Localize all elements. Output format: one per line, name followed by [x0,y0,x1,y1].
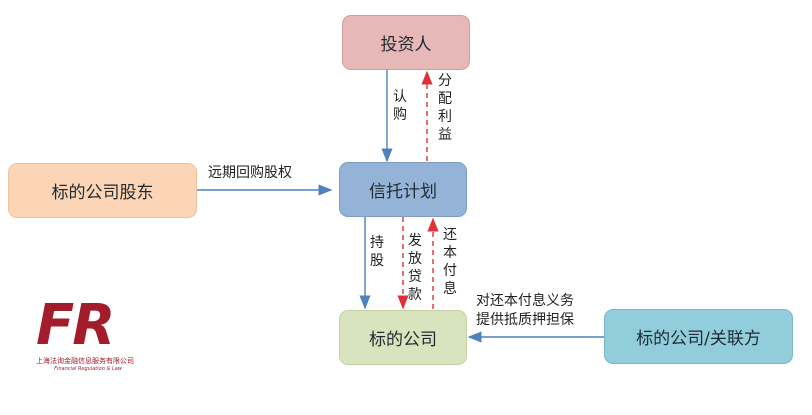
subscribe-label: 认购 [393,89,407,123]
logo-tagline: Financial Regulation & Law [54,366,122,372]
target-company-label: 标的公司 [369,330,437,350]
shareholder-label: 标的公司股东 [51,183,154,203]
repay-label: 还本付息 [443,227,457,297]
profit-label: 分配利益 [438,73,452,143]
holding-label: 持股 [370,235,384,269]
buyback-label: 远期回购股权 [208,165,292,181]
fr-logo: FR 上海法询金融信息服务有限公司 Financial Regulation &… [36,298,140,374]
trust-plan-node: 信托计划 [339,162,467,217]
trust-plan-label: 信托计划 [369,182,437,202]
investor-node: 投资人 [342,15,470,70]
fr-logo-mark: FR [36,293,115,358]
logo-company-name: 上海法询金融信息服务有限公司 [36,357,134,365]
shareholder-node: 标的公司股东 [8,163,197,218]
related-party-node: 标的公司/关联方 [604,309,793,364]
related-party-label: 标的公司/关联方 [636,329,761,349]
guarantee-label-line1: 对还本付息义务 [476,293,574,309]
target-company-node: 标的公司 [339,310,467,365]
investor-label: 投资人 [380,35,432,55]
guarantee-label-line2: 提供抵质押担保 [476,312,574,328]
loan-label: 发放贷款 [408,233,422,303]
